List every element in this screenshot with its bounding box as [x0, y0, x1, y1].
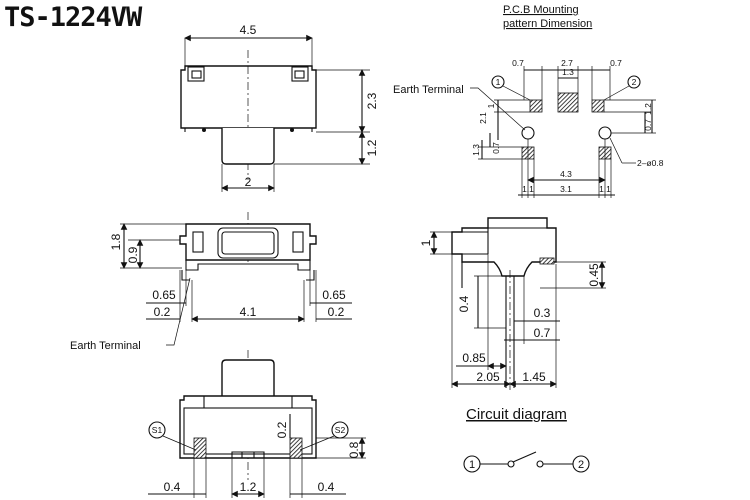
bottom-dim-08: 0.8: [347, 441, 361, 458]
pcb-bottom-dim-1: 3.1: [560, 184, 572, 194]
pcb-left-dim-3: 1.3: [471, 144, 481, 156]
pcb-left-dim-1: 2.1: [478, 112, 488, 124]
pcb-title-line1: P.C.B Mounting: [503, 4, 579, 16]
pcb-top-dim-0: 0.7: [512, 58, 524, 68]
bottom-right-04-dim: 0.4: [318, 480, 335, 494]
bottom-left-04-dim: 0.4: [164, 480, 181, 494]
circuit-title: Circuit diagram: [466, 406, 567, 423]
front-left-02-dim: 0.2: [154, 305, 171, 319]
side-dim-085: 0.85: [462, 351, 486, 365]
side-dim-04: 0.4: [457, 295, 471, 312]
part-number-title: TS-1224VW: [4, 2, 142, 33]
bottom-center-12-dim: 1.2: [240, 480, 257, 494]
top-view: 4.5 2.3 1.2 2: [180, 23, 379, 192]
circuit-pin2-label: 2: [578, 459, 584, 471]
pcb-left-dim-0: 1: [486, 103, 496, 108]
circuit-pin1-label: 1: [469, 459, 475, 471]
front-pitch-dim: 4.1: [240, 305, 257, 319]
front-left-065-dim: 0.65: [152, 288, 176, 302]
front-right-065-dim: 0.65: [322, 288, 346, 302]
pcb-pin2-label: 2: [632, 77, 637, 87]
front-right-02-dim: 0.2: [328, 305, 345, 319]
side-dim-07: 0.7: [534, 326, 551, 340]
pcb-pin1-label: 1: [496, 77, 501, 87]
s2-label: S2: [335, 425, 346, 435]
pcb-width-43-dim: 4.3: [560, 169, 572, 179]
circuit-diagram: Circuit diagram 1 2: [463, 406, 590, 473]
pcb-top-dim-3: 0.7: [610, 58, 622, 68]
side-dim-045: 0.45: [587, 263, 601, 287]
pcb-earth-label: Earth Terminal: [393, 84, 464, 96]
pcb-bottom-dim-2: 1.1: [599, 184, 611, 194]
side-dim-145: 1.45: [522, 370, 546, 384]
front-height-09-dim: 0.9: [126, 246, 140, 263]
pcb-top-dim-2: 1.3: [562, 67, 574, 77]
pcb-bottom-dim-0: 1.1: [522, 184, 534, 194]
pcb-right-dim-1: 1.2: [643, 103, 653, 115]
pcb-left-dim-2: 0.7: [491, 142, 501, 154]
pcb-title-line2: pattern Dimension: [503, 18, 592, 30]
front-earth-label: Earth Terminal: [70, 340, 141, 352]
side-dim-205: 2.05: [476, 370, 500, 384]
pcb-pattern-view: P.C.B Mounting pattern Dimension 0.7 2.7…: [393, 4, 664, 198]
bottom-dim-02: 0.2: [275, 421, 289, 438]
pcb-right-dim-0: 0.7: [643, 119, 653, 131]
pcb-hole-label: 2–ø0.8: [637, 158, 664, 168]
pcb-top-dim-1: 2.7: [561, 58, 573, 68]
top-width-dim: 4.5: [240, 23, 257, 37]
side-view: 1 0.45 0.4 0.3 0.7 0.85 2.05 1.45: [419, 217, 606, 392]
bottom-view: S1 S2 0.2 0.8 0.4 1.2 0.4: [148, 350, 366, 498]
stem-height-dim: 1.2: [365, 139, 379, 156]
front-view: 1.8 0.9 0.65 0.65 0.2 0.2 4.1 Earth Term…: [70, 212, 352, 352]
top-height-dim: 2.3: [365, 92, 379, 109]
side-dim-1: 1: [419, 239, 433, 246]
side-dim-03: 0.3: [534, 306, 551, 320]
stem-width-dim: 2: [245, 175, 252, 189]
s1-label: S1: [152, 425, 163, 435]
front-height-18-dim: 1.8: [109, 233, 123, 250]
